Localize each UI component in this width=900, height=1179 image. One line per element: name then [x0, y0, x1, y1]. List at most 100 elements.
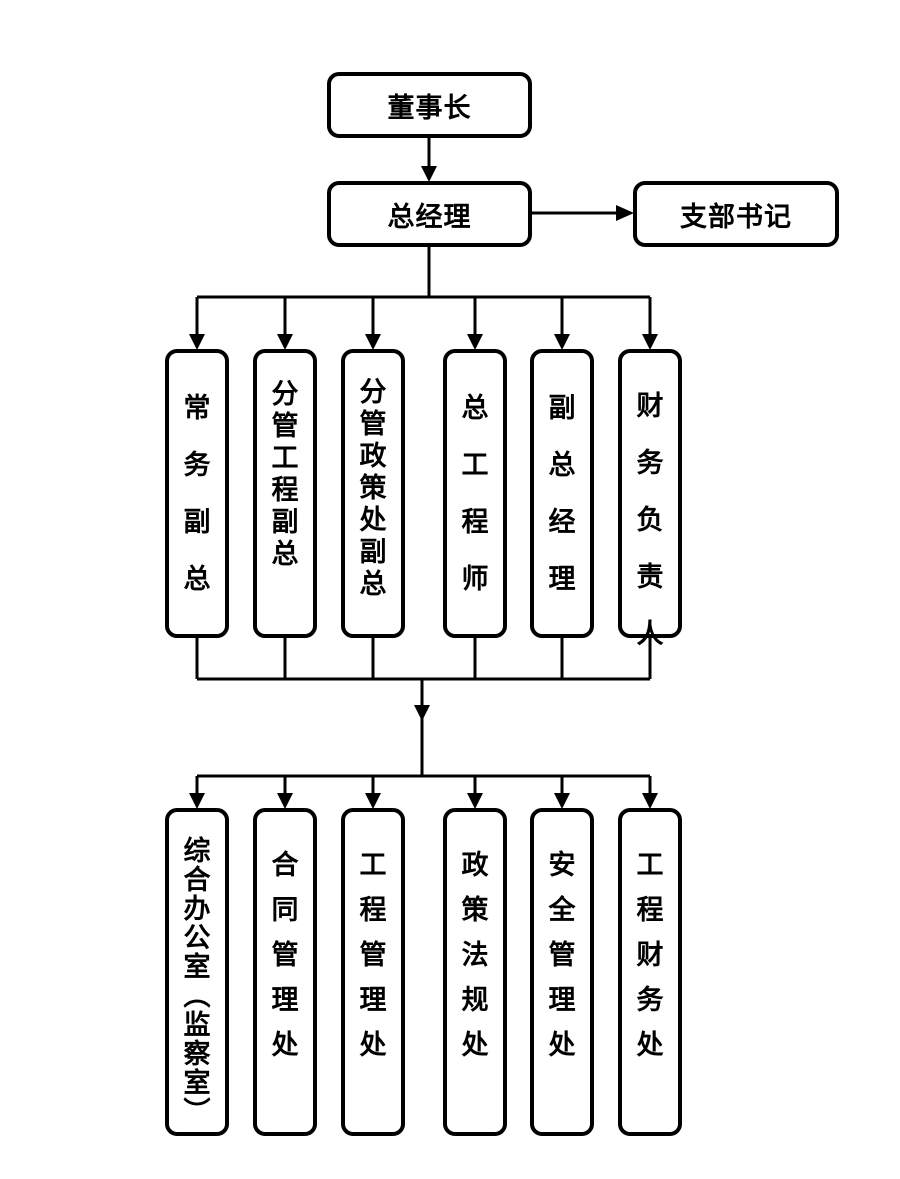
label-char: 务	[636, 985, 664, 1016]
label-char: 策	[461, 895, 489, 926]
label-char: 处	[548, 1030, 576, 1061]
label-char: 副	[271, 507, 299, 538]
label-char: 工	[636, 850, 664, 881]
arrow-to-dept	[277, 793, 293, 809]
label-char: 监	[183, 1010, 211, 1041]
label-char: 财	[636, 391, 664, 422]
label-char: 综	[183, 836, 211, 867]
label-char: 程	[271, 475, 299, 506]
label-char: 管	[359, 940, 387, 971]
label-char: 政	[461, 850, 489, 881]
label-char: 程	[461, 507, 489, 538]
node-department-label: 安全管理处	[549, 852, 576, 1077]
node-executive-label: 总工程师	[462, 395, 489, 623]
label-char: 经	[548, 507, 576, 538]
label-char: 分	[359, 377, 387, 408]
arrow-to-exec	[189, 334, 205, 350]
node-department: 合同管理处	[253, 808, 317, 1136]
node-executive-label: 财务负责人	[637, 393, 664, 678]
label-char: 责	[636, 562, 664, 593]
node-general-manager-label: 总经理	[387, 201, 472, 233]
label-char: 管	[359, 409, 387, 440]
node-chairman: 董事长	[327, 72, 532, 138]
label-char: 公	[183, 923, 211, 954]
label-char: 理	[359, 985, 387, 1016]
label-char: 处	[636, 1030, 664, 1061]
label-char: 务	[636, 448, 664, 479]
arrow-to-dept	[554, 793, 570, 809]
node-general-manager: 总经理	[327, 181, 532, 247]
node-executive: 分管工程副总	[253, 349, 317, 638]
label-char: 室	[183, 1068, 211, 1099]
node-department-label: 合同管理处	[272, 852, 299, 1077]
label-char: ︵	[183, 981, 211, 1012]
label-char: 合	[271, 850, 299, 881]
node-executive: 常务副总	[165, 349, 229, 638]
label-char: 管	[271, 411, 299, 442]
node-executive-label: 副总经理	[549, 395, 576, 623]
label-char: 理	[548, 985, 576, 1016]
arrow-to-secretary	[616, 205, 634, 221]
label-char: 工	[359, 850, 387, 881]
node-department-label: 工程管理处	[360, 852, 387, 1077]
label-char: 处	[271, 1030, 299, 1061]
arrow-middle	[414, 705, 430, 721]
node-department: 政策法规处	[443, 808, 507, 1136]
node-department-label: 政策法规处	[462, 852, 489, 1077]
label-char: 安	[548, 850, 576, 881]
label-char: 总	[548, 450, 576, 481]
label-char: 处	[461, 1030, 489, 1061]
label-char: 总	[359, 569, 387, 600]
label-char: 管	[271, 940, 299, 971]
arrow-to-exec	[642, 334, 658, 350]
label-char: 副	[359, 537, 387, 568]
label-char: 副	[183, 507, 211, 538]
label-char: 处	[359, 1030, 387, 1061]
node-executive-label: 常务副总	[184, 395, 211, 623]
node-executive: 总工程师	[443, 349, 507, 638]
label-char: 财	[636, 940, 664, 971]
label-char: 全	[548, 895, 576, 926]
arrow-to-exec	[277, 334, 293, 350]
arrow-to-exec	[554, 334, 570, 350]
label-char: 处	[359, 505, 387, 536]
node-executive-label: 分管工程副总	[272, 381, 299, 573]
node-department: 安全管理处	[530, 808, 594, 1136]
arrow-to-dept	[642, 793, 658, 809]
node-department: 工程财务处	[618, 808, 682, 1136]
label-char: 总	[271, 539, 299, 570]
label-char: 理	[548, 564, 576, 595]
node-department: 工程管理处	[341, 808, 405, 1136]
label-char: 总	[183, 564, 211, 595]
label-char: 规	[461, 985, 489, 1016]
label-char: 察	[183, 1039, 211, 1070]
label-char: 人	[636, 619, 664, 650]
label-char: 策	[359, 473, 387, 504]
node-party-secretary-label: 支部书记	[680, 201, 792, 233]
node-executive: 财务负责人	[618, 349, 682, 648]
label-char: 师	[461, 564, 489, 595]
node-chairman-label: 董事长	[387, 92, 472, 124]
arrow-to-dept	[365, 793, 381, 809]
label-char: 工	[271, 443, 299, 474]
label-char: 负	[636, 505, 664, 536]
label-char: 程	[359, 895, 387, 926]
label-char: 分	[271, 379, 299, 410]
arrow-to-dept	[467, 793, 483, 809]
node-department: 综合办公室︵监察室︶	[165, 808, 229, 1136]
label-char: 副	[548, 393, 576, 424]
label-char: 总	[461, 393, 489, 424]
arrow-to-gm	[421, 166, 437, 182]
label-char: ︶	[183, 1097, 211, 1128]
node-executive: 副总经理	[530, 349, 594, 638]
label-char: 办	[183, 894, 211, 925]
label-char: 合	[183, 865, 211, 896]
label-char: 程	[636, 895, 664, 926]
label-char: 理	[271, 985, 299, 1016]
arrow-to-dept	[189, 793, 205, 809]
arrow-to-exec	[365, 334, 381, 350]
label-char: 法	[461, 940, 489, 971]
node-party-secretary: 支部书记	[633, 181, 839, 247]
label-char: 政	[359, 441, 387, 472]
